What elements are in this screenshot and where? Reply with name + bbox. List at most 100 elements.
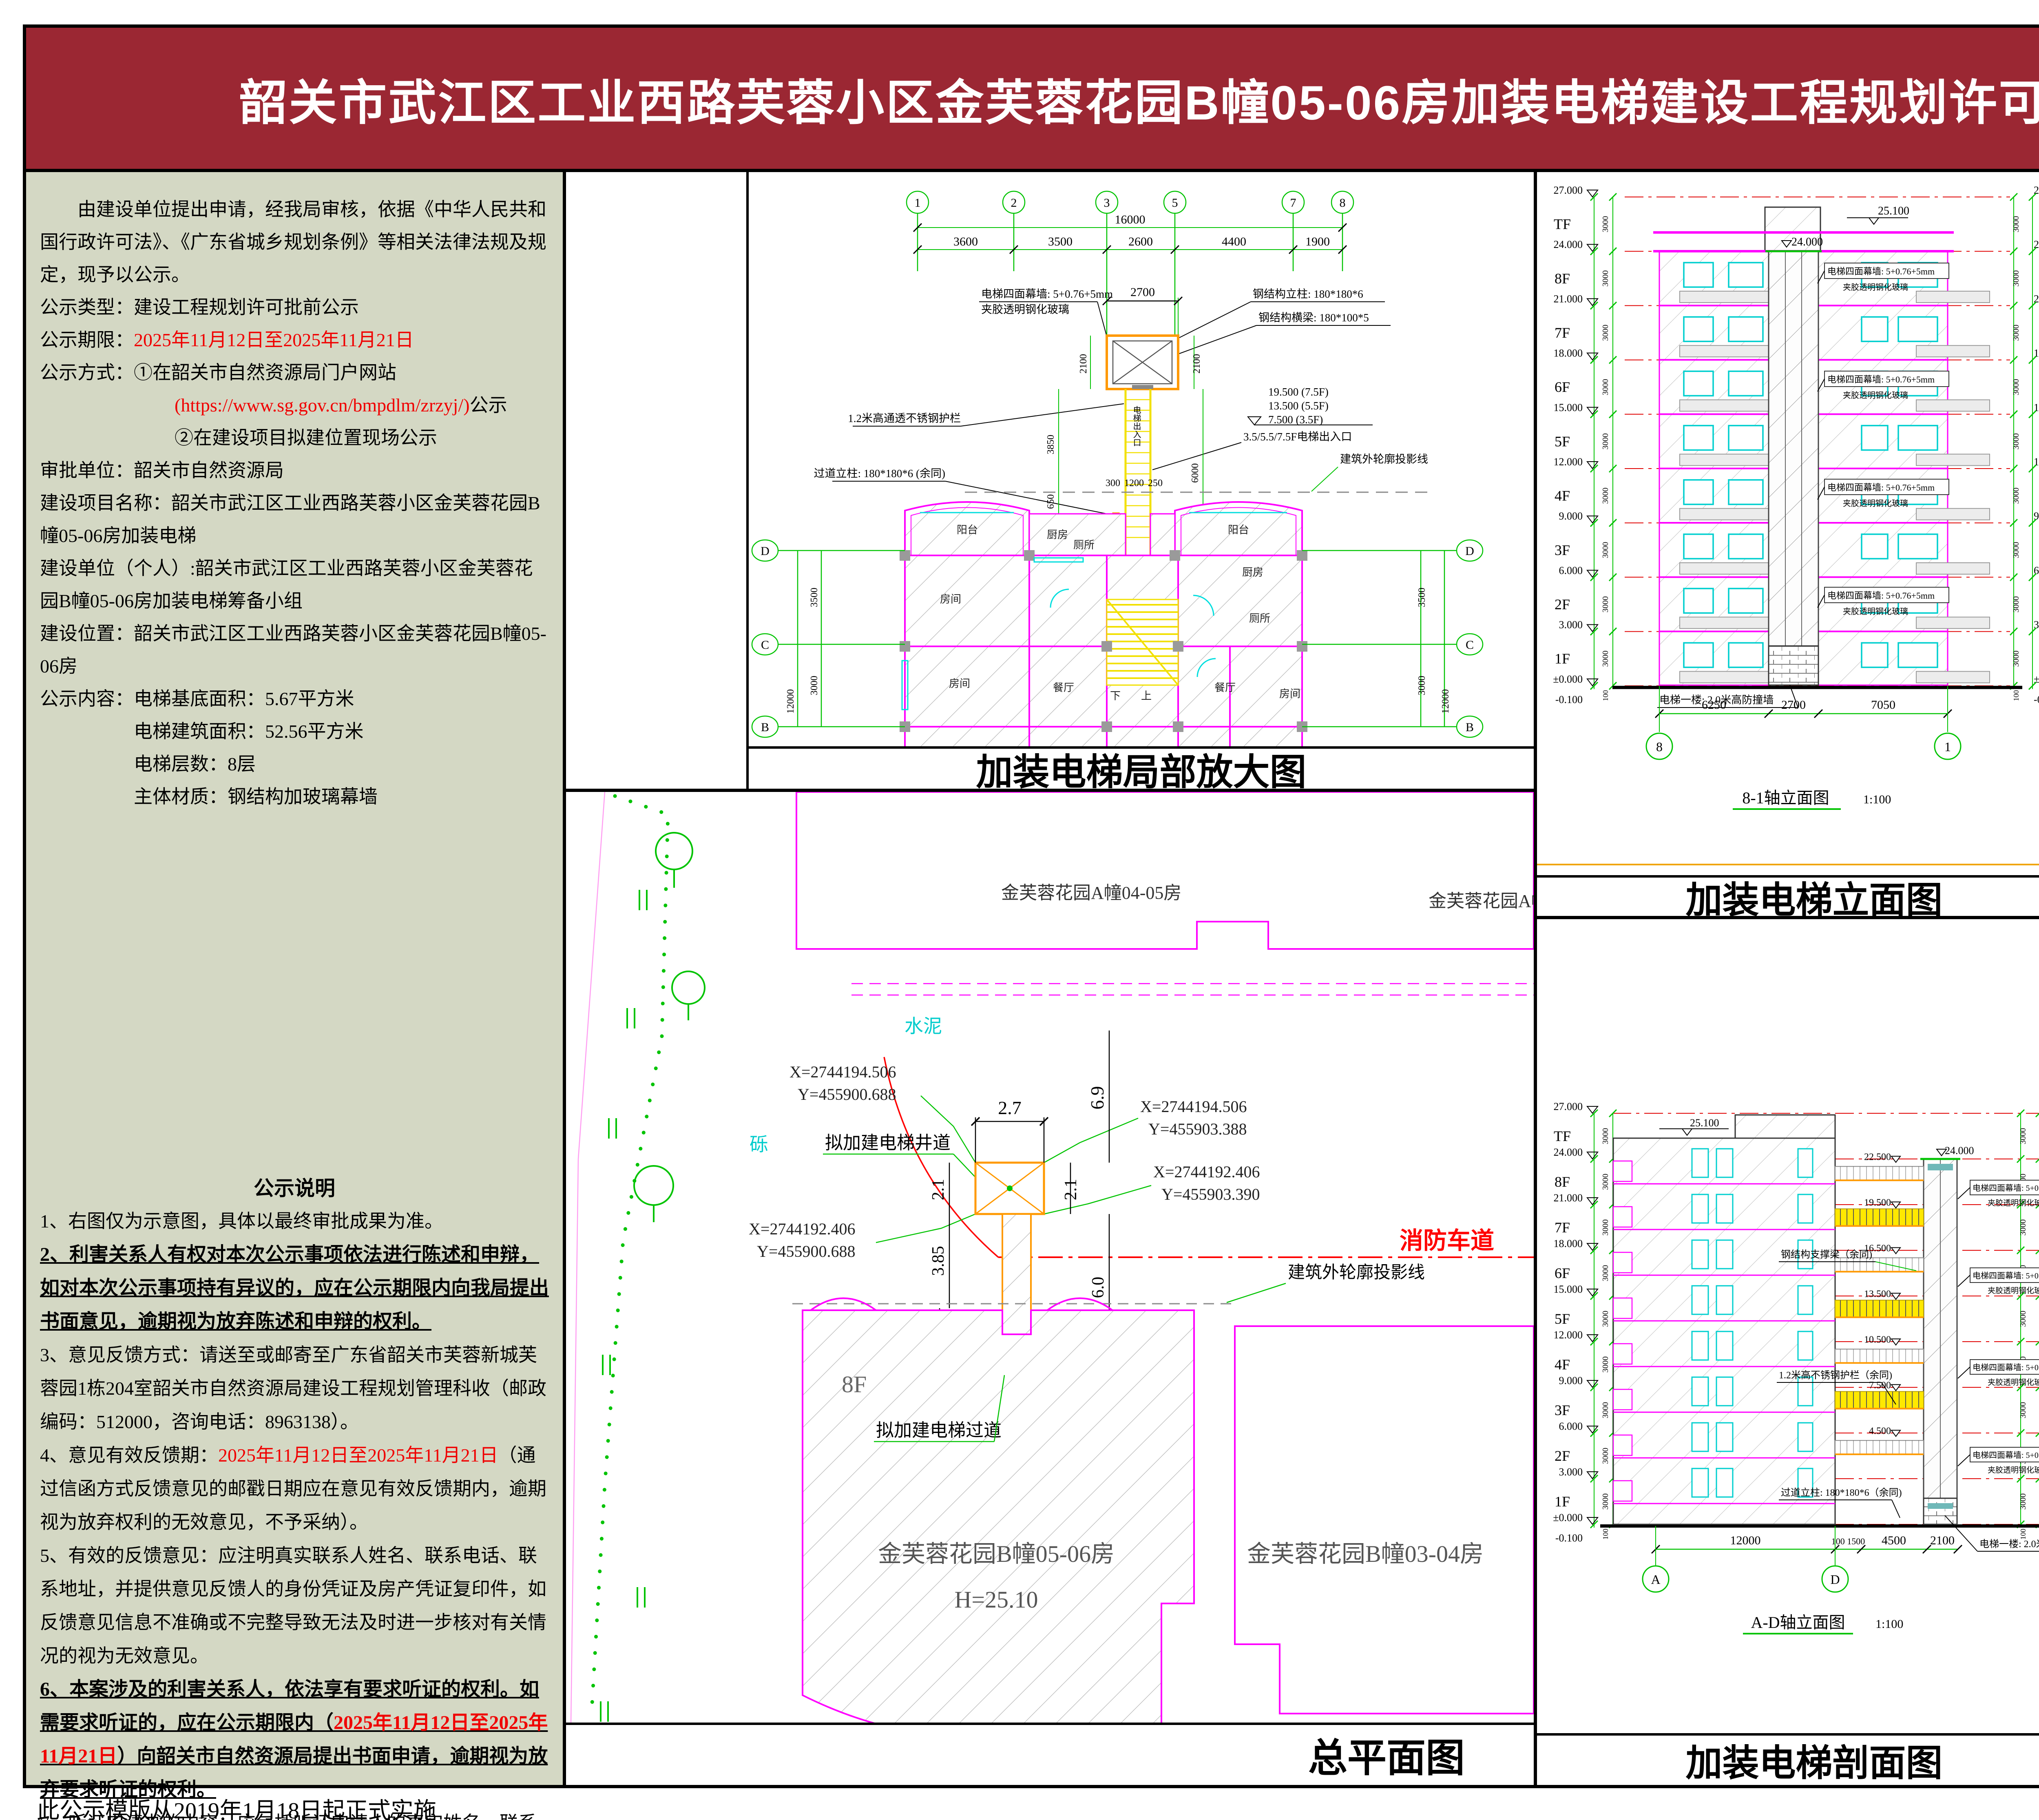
- svg-text:±0.000: ±0.000: [1553, 1512, 1583, 1524]
- svg-text:3500: 3500: [1417, 588, 1427, 607]
- svg-text:6.000: 6.000: [2034, 564, 2039, 576]
- notice-url[interactable]: (https://www.sg.gov.cn/bmpdlm/zrzyj/): [175, 395, 470, 416]
- note-1: 1、右图仅为示意图，具体以最终审批成果为准。: [40, 1211, 443, 1232]
- svg-text:24.000: 24.000: [1791, 236, 1823, 248]
- svg-text:-0.100: -0.100: [1555, 694, 1583, 705]
- svg-text:Y=455900.688: Y=455900.688: [798, 1085, 896, 1103]
- plan-building: 阳台阳台 厨房厕所 厨房厕所 房间房间 房间 餐厅餐厅 下上: [900, 501, 1307, 746]
- svg-text:±0.000: ±0.000: [2034, 673, 2039, 685]
- note4-post: （通过信函方式反馈意见的邮戳日期应在意见有效反馈期内，逾期视为放弃权利的无效意见…: [40, 1445, 546, 1533]
- note4-pre: 4、意见有效反馈期：: [40, 1445, 218, 1466]
- svg-text:24.000: 24.000: [1945, 1145, 1974, 1157]
- svg-text:3000: 3000: [1601, 1356, 1610, 1373]
- svg-text:厕所: 厕所: [1073, 539, 1095, 551]
- svg-text:B: B: [761, 721, 769, 734]
- svg-text:3000: 3000: [1601, 270, 1610, 287]
- svg-text:16.500: 16.500: [1864, 1243, 1891, 1254]
- svg-text:D: D: [1465, 544, 1474, 558]
- svg-text:2F: 2F: [1555, 1448, 1570, 1464]
- footer-template-note: 此公示模版从2019年1月18日起正式实施: [37, 1798, 436, 1820]
- svg-text:12.000: 12.000: [2034, 456, 2039, 468]
- svg-text:16000: 16000: [1115, 213, 1146, 226]
- section-title: 加装电梯剖面图: [1685, 1743, 1943, 1784]
- svg-text:X=2744192.406: X=2744192.406: [749, 1220, 855, 1238]
- svg-text:10.500: 10.500: [1864, 1334, 1891, 1345]
- svg-text:2600: 2600: [1128, 235, 1153, 248]
- svg-text:1900: 1900: [1305, 235, 1330, 248]
- note-2: 2、利害关系人有权对本次公示事项依法进行陈述和申辩，如对本次公示事项持有异议的，…: [40, 1244, 549, 1332]
- svg-text:电梯四面幕墙: 5+0.76+5mm: 电梯四面幕墙: 5+0.76+5mm: [1827, 374, 1935, 385]
- svg-text:9.000: 9.000: [2034, 510, 2039, 522]
- fire-lane-label: 消防车道: [1400, 1227, 1494, 1254]
- svg-text:27.000: 27.000: [1554, 1101, 1583, 1112]
- svg-text:X=2744194.506: X=2744194.506: [1140, 1097, 1247, 1116]
- svg-text:钢结构支撑梁（余同): 钢结构支撑梁（余同): [1781, 1249, 1872, 1260]
- svg-text:1F: 1F: [1555, 1493, 1570, 1510]
- svg-text:3000: 3000: [2012, 650, 2021, 667]
- svg-text:8: 8: [1656, 739, 1663, 754]
- svg-text:12000: 12000: [785, 689, 796, 714]
- elevation-drawing: 27.00027.000TFTF3000300024.00024.0008F8F…: [1537, 184, 2039, 865]
- svg-text:18.000: 18.000: [1554, 347, 1583, 359]
- svg-text:7.500: 7.500: [1869, 1380, 1891, 1391]
- svg-text:夹胶透明钢化玻璃: 夹胶透明钢化玻璃: [1988, 1378, 2039, 1387]
- builder-line: 建设单位（个人）:韶关市武江区工业西路芙蓉小区金芙蓉花园B幢05-06房加装电梯…: [40, 558, 533, 611]
- content-item3: 电梯层数：8层: [134, 754, 256, 774]
- site-boundary: [570, 792, 705, 1723]
- svg-text:建筑外轮廓投影线: 建筑外轮廓投影线: [1340, 453, 1428, 465]
- svg-text:22.500: 22.500: [1864, 1152, 1891, 1162]
- footer-supervisor: 监制单位：韶关市自然资源局: [1794, 1789, 2039, 1820]
- svg-text:餐厅: 餐厅: [1214, 682, 1236, 694]
- svg-text:3000: 3000: [2012, 488, 2021, 504]
- content-line1: 公示内容：电梯基底面积：5.67平方米: [40, 683, 549, 715]
- svg-text:Y=455903.388: Y=455903.388: [1148, 1120, 1247, 1138]
- notice-method2: ②在建设项目拟建位置现场公示: [175, 427, 437, 448]
- svg-text:21.000: 21.000: [2034, 293, 2039, 305]
- svg-text:上: 上: [1141, 690, 1152, 702]
- svg-text:9.000: 9.000: [1559, 510, 1583, 522]
- content-item2: 电梯建筑面积：52.56平方米: [134, 721, 364, 742]
- svg-text:3000: 3000: [1601, 1402, 1610, 1418]
- svg-text:2700: 2700: [1130, 285, 1155, 299]
- approver-line: 审批单位：韶关市自然资源局: [40, 460, 284, 481]
- svg-text:3000: 3000: [2012, 270, 2021, 287]
- svg-text:4500: 4500: [1882, 1534, 1906, 1547]
- svg-text:5: 5: [1172, 196, 1178, 210]
- svg-text:4F: 4F: [1555, 1356, 1570, 1373]
- url-suffix: 公示: [469, 395, 507, 416]
- svg-text:12000: 12000: [1440, 689, 1451, 714]
- svg-text:电梯出入口: 电梯出入口: [1132, 406, 1141, 447]
- content-item1: 电梯基底面积：5.67平方米: [134, 688, 354, 709]
- svg-text:夹胶透明钢化玻璃: 夹胶透明钢化玻璃: [981, 303, 1069, 316]
- svg-text:3000: 3000: [1601, 650, 1610, 667]
- svg-text:1F: 1F: [1555, 650, 1570, 667]
- svg-text:下: 下: [1110, 690, 1121, 702]
- svg-text:21.000: 21.000: [1554, 1192, 1583, 1204]
- svg-text:3000: 3000: [1601, 596, 1610, 613]
- svg-text:6000: 6000: [1190, 463, 1201, 483]
- svg-text:X=2744194.506: X=2744194.506: [790, 1063, 896, 1081]
- plan-elevator-shaft: [1106, 334, 1179, 390]
- svg-text:27.000: 27.000: [1554, 184, 1583, 196]
- svg-text:电梯四面幕墙: 5+0.76+5mm: 电梯四面幕墙: 5+0.76+5mm: [1973, 1451, 2039, 1460]
- svg-text:X=2744192.406: X=2744192.406: [1153, 1163, 1260, 1181]
- svg-text:3.5/5.5/7.5F电梯出入口: 3.5/5.5/7.5F电梯出入口: [1243, 431, 1352, 443]
- svg-text:厨房: 厨房: [1047, 529, 1068, 541]
- svg-text:7050: 7050: [1871, 698, 1895, 712]
- svg-text:18.000: 18.000: [2034, 347, 2039, 359]
- plan-shaft-dim: 2700: [1102, 285, 1183, 334]
- svg-text:4400: 4400: [1222, 235, 1246, 248]
- svg-text:夹胶透明钢化玻璃: 夹胶透明钢化玻璃: [1843, 499, 1908, 508]
- svg-text:5F: 5F: [1555, 433, 1570, 449]
- svg-text:1:100: 1:100: [1875, 1617, 1903, 1631]
- svg-text:15.000: 15.000: [2034, 402, 2039, 414]
- elevation-title: 加装电梯立面图: [1685, 880, 1943, 921]
- svg-text:房间: 房间: [940, 593, 961, 605]
- svg-text:H=25.10: H=25.10: [954, 1586, 1038, 1613]
- svg-text:A: A: [1651, 1572, 1660, 1587]
- note6-pre: 6、本案涉及的利害关系人，依法享有要求听证的权利。如需要求听证的，应在公示期限内…: [40, 1678, 540, 1734]
- svg-text:2100: 2100: [1078, 354, 1089, 374]
- svg-text:3000: 3000: [1417, 676, 1427, 695]
- site-buildings-A: [796, 792, 1534, 996]
